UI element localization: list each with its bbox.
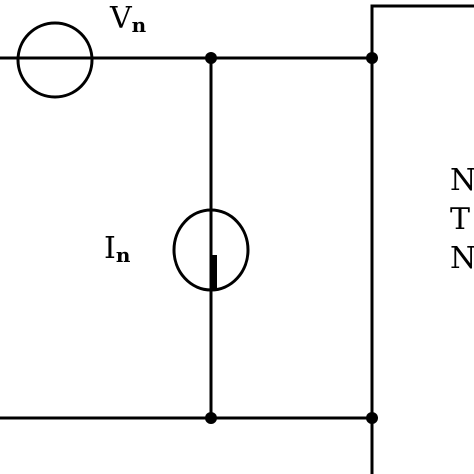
node-bottom-branch xyxy=(205,412,217,424)
two-port-box xyxy=(370,4,474,474)
node-top-branch xyxy=(205,52,217,64)
current-source-label-sub: n xyxy=(116,243,131,267)
node-top-box xyxy=(366,52,378,64)
voltage-source-label-main: V xyxy=(109,1,133,36)
current-source-icon xyxy=(172,208,250,292)
voltage-source-label: Vn xyxy=(109,1,147,37)
current-source-label: In xyxy=(104,231,131,267)
voltage-source-label-sub: n xyxy=(132,13,147,37)
voltage-source-icon xyxy=(16,21,94,99)
box-text-line-1: N xyxy=(450,163,474,198)
box-text-line-3: N xyxy=(450,241,474,276)
box-text-line-2: T xyxy=(450,202,470,237)
current-source-label-main: I xyxy=(104,231,116,266)
node-bottom-box xyxy=(366,412,378,424)
